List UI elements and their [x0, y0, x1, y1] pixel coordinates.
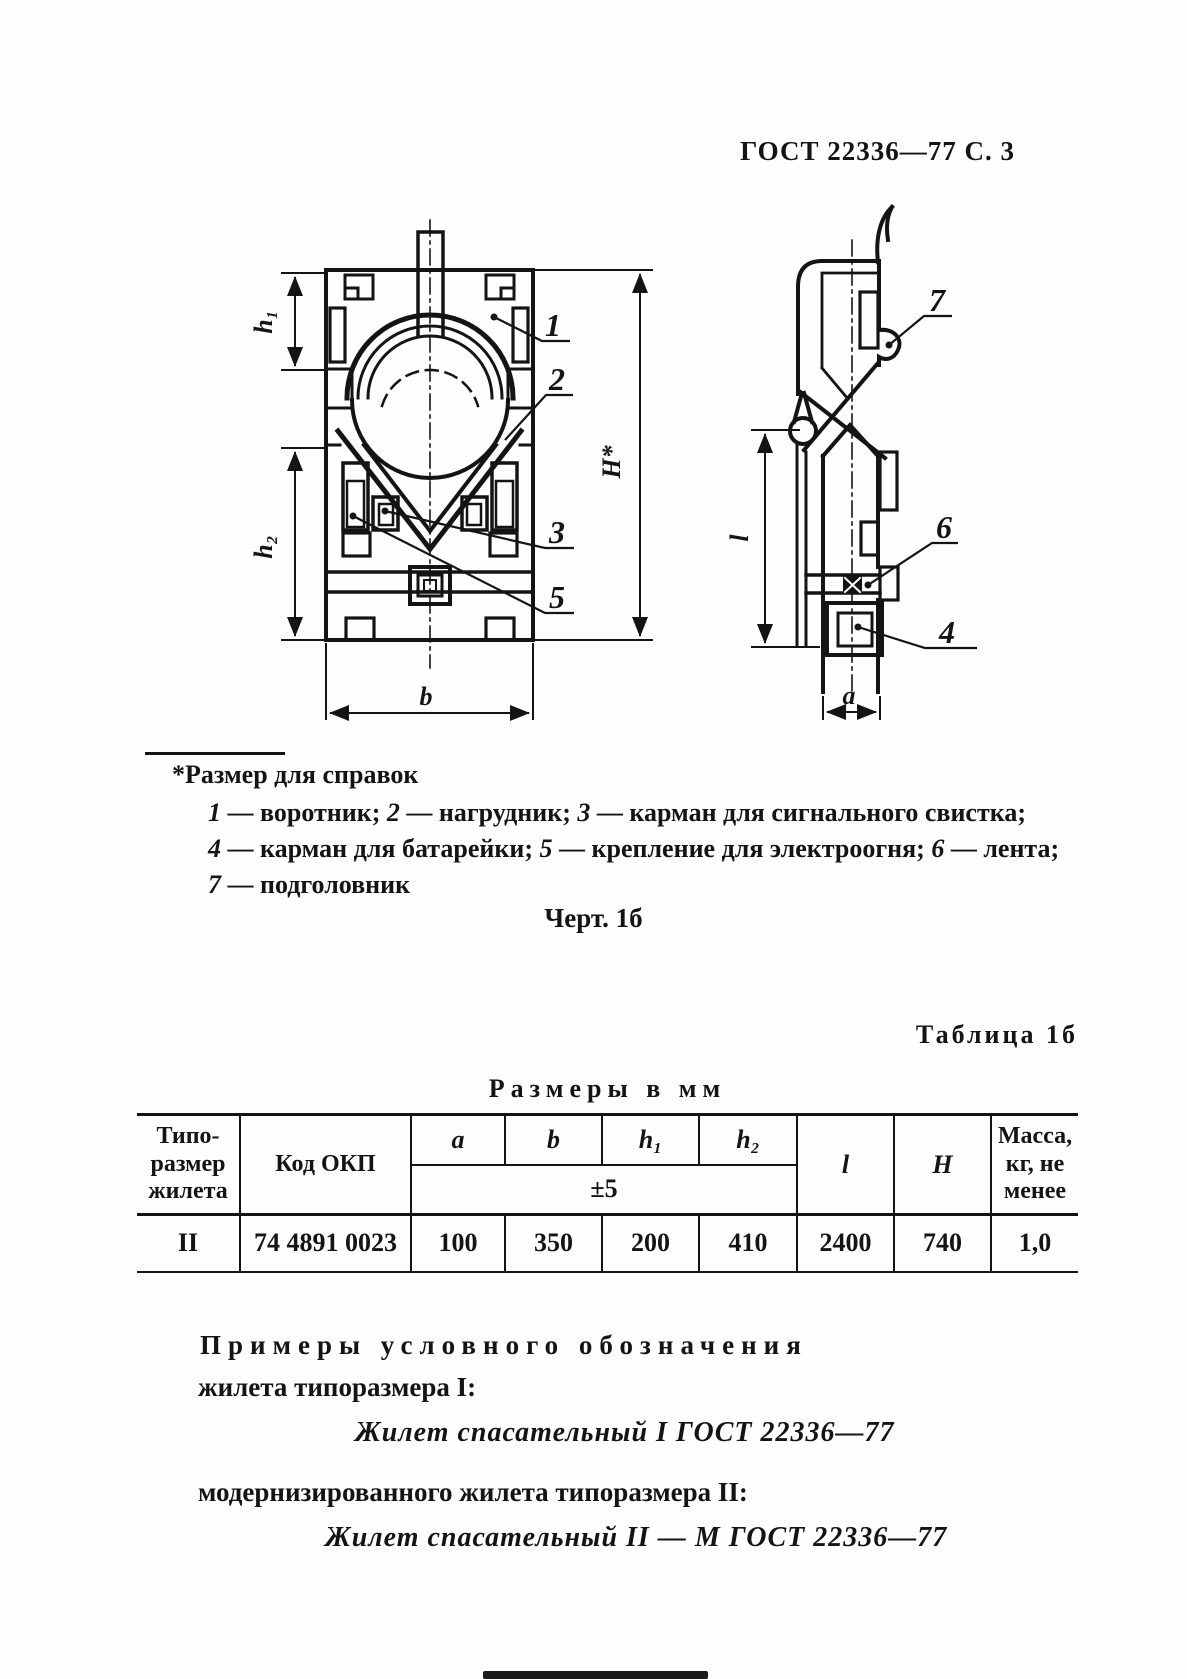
- cell-H: 740: [893, 1214, 991, 1273]
- callout-3: 3: [548, 514, 565, 550]
- col-header-b: b: [504, 1114, 602, 1166]
- legend-num: 6: [931, 834, 945, 863]
- battery-pocket: [825, 601, 884, 657]
- col-header-h2: h₂: [698, 1114, 797, 1166]
- side-view: [788, 204, 902, 701]
- legend-num: 3: [577, 798, 591, 827]
- legend-num: 2: [386, 798, 400, 827]
- cell-okp: 74 4891 0023: [239, 1214, 411, 1273]
- footnote-text: *Размер для справок: [172, 760, 419, 789]
- legend-num: 4: [208, 834, 221, 863]
- front-dimensions: [281, 269, 653, 721]
- tolerance-cell: ±5: [410, 1164, 797, 1216]
- col-header-H: H: [893, 1114, 991, 1216]
- col-header-type: Типо-размер жилета: [137, 1114, 240, 1216]
- col-header-l: l: [796, 1114, 894, 1216]
- legend-num: 1: [208, 798, 221, 827]
- head-opening: [349, 397, 511, 480]
- col-header-a: a: [410, 1114, 505, 1166]
- table-label: Таблица 1б: [915, 1020, 1078, 1049]
- dim-label-l: l: [725, 534, 754, 542]
- dim-label-h2: h₂: [249, 535, 278, 559]
- callout-5: 5: [549, 579, 565, 615]
- cell-type: II: [137, 1214, 240, 1273]
- headrest: [876, 327, 902, 367]
- example-designation-1: Жилет спасательный I ГОСТ 22336—77: [355, 1417, 895, 1448]
- col-header-okp: Код ОКП: [239, 1114, 411, 1216]
- callout-1: 1: [545, 307, 561, 343]
- legend-num: 5: [539, 834, 553, 863]
- belt-buckle: [408, 565, 452, 606]
- dim-label-h1: h₁: [249, 310, 278, 334]
- cell-a: 100: [410, 1214, 505, 1273]
- col-header-mass: Масса, кг, не менее: [990, 1114, 1078, 1216]
- legend-line-1: 1 — воротник; 2 — нагрудник; 3 — карман …: [208, 798, 1026, 827]
- dim-label-b: b: [420, 682, 433, 711]
- examples-subheading-2: модернизированного жилета типоразмера II…: [198, 1477, 748, 1507]
- dimensions-table: Типо-размер жилета Код ОКП a b h₁ h₂ l H…: [137, 1113, 1078, 1273]
- examples-subheading-1: жилета типоразмера I:: [198, 1372, 477, 1402]
- front-view: [324, 219, 535, 669]
- callout-7: 7: [929, 282, 947, 318]
- table-row: II 74 4891 0023 100 350 200 410 2400 740…: [137, 1214, 1078, 1273]
- examples-heading: Примеры условного обозначения: [200, 1330, 808, 1360]
- callout-4: 4: [938, 614, 955, 650]
- side-dimensions: [751, 429, 881, 720]
- cell-mass: 1,0: [990, 1214, 1078, 1273]
- footnote-rule: [145, 752, 285, 755]
- life-vest-drawing: h₁ h₂ H* b 1 2 3 5: [249, 204, 977, 721]
- cell-h2: 410: [698, 1214, 797, 1273]
- cell-l: 2400: [796, 1214, 894, 1273]
- front-callouts: [349, 313, 574, 615]
- scan-artifact: [483, 1671, 708, 1679]
- side-callouts: [854, 314, 977, 650]
- table-units: Размеры в мм: [488, 1074, 727, 1103]
- cell-h1: 200: [601, 1214, 699, 1273]
- vest-outline: [324, 268, 535, 642]
- dim-label-H: H*: [597, 444, 626, 479]
- legend-line-2: 4 — карман для батарейки; 5 — крепление …: [208, 834, 1060, 863]
- legend-num: 7: [208, 870, 221, 899]
- example-designation-2: Жилет спасательный II — М ГОСТ 22336—77: [325, 1522, 948, 1553]
- callout-2: 2: [548, 361, 565, 397]
- callout-6: 6: [936, 509, 952, 545]
- legend-line-3: 7 — подголовник: [208, 870, 411, 899]
- neck-strap: [416, 230, 445, 338]
- page-header: ГОСТ 22336—77 С. 3: [740, 136, 1015, 166]
- dim-label-a: a: [843, 681, 856, 710]
- cell-b: 350: [504, 1214, 602, 1273]
- figure-caption: Черт. 1б: [544, 903, 643, 933]
- col-header-h1: h₁: [601, 1114, 699, 1166]
